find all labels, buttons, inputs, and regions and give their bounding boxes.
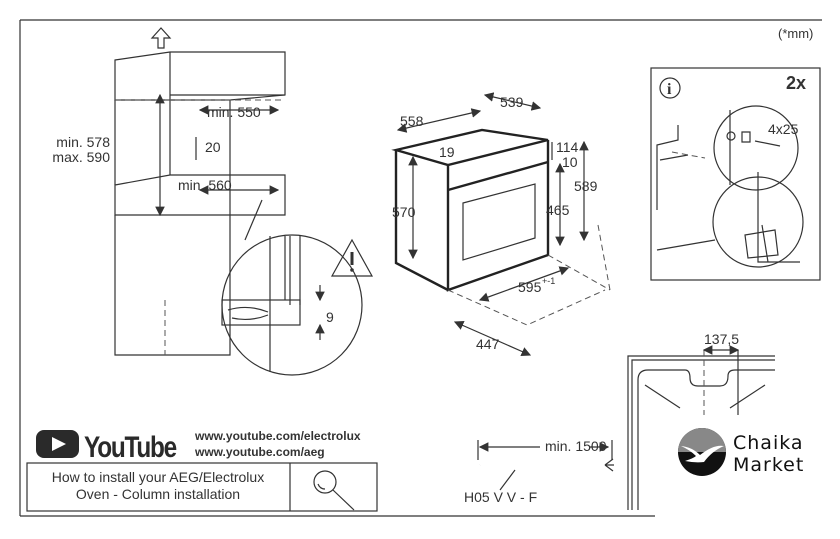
search-box[interactable] [26,462,378,512]
oven-drawing [391,92,611,357]
cabinet-max-height: max. 590 [52,149,110,165]
info-screw-size: 4x25 [768,121,799,137]
cabinet-min-height: min. 578 [56,134,110,150]
info-quantity: 2x [786,73,806,93]
info-panel: i [650,67,821,281]
cabinet-min-width-bottom: min. 560 [178,177,232,193]
units-note: (*mm) [778,26,813,41]
oven-door-height: 465 [546,202,570,218]
search-text-line-2: Oven - Column installation [76,486,240,502]
top-view-offset: 137,5 [704,331,739,347]
oven-front-height: 589 [574,178,598,194]
top-view-drawing [627,345,775,510]
page-frame [19,19,822,517]
oven-depth-body: 539 [500,94,524,110]
watermark-line-2: Market [733,454,804,476]
cabinet-min-width-top: min. 550 [207,104,261,120]
cable-drawing [477,440,614,491]
cable-min-length: min. 1500 [545,438,607,454]
arrow-up-icon [150,27,172,49]
youtube-url-aeg[interactable]: www.youtube.com/aeg [194,445,325,459]
oven-bottom-depth: 447 [476,336,500,352]
oven-width: 595 [518,279,542,295]
oven-panel-height: 114 [556,139,579,155]
info-icon: i [667,81,672,98]
detail-magnifier [221,199,363,376]
chaika-market-logo [678,428,726,476]
search-text-line-1: How to install your AEG/Electrolux [52,469,264,485]
cable-type: H05 V V - F [464,489,537,505]
warning-icon [330,238,374,277]
youtube-logo[interactable]: YouTube [36,430,178,464]
cabinet-drawing [114,51,286,356]
oven-top-offset: 19 [439,144,455,160]
detail-gap: 9 [326,309,334,325]
oven-width-tolerance: +-1 [542,276,555,286]
cabinet-gap: 20 [205,139,221,155]
youtube-logo-text: YouTube [84,431,177,464]
search-icon[interactable] [313,470,355,511]
oven-depth-total: 558 [400,113,424,129]
youtube-url-electrolux[interactable]: www.youtube.com/electrolux [194,429,361,443]
oven-panel-gap: 10 [562,154,578,170]
oven-side-height: 570 [392,204,416,220]
watermark-line-1: Chaika [733,432,804,454]
